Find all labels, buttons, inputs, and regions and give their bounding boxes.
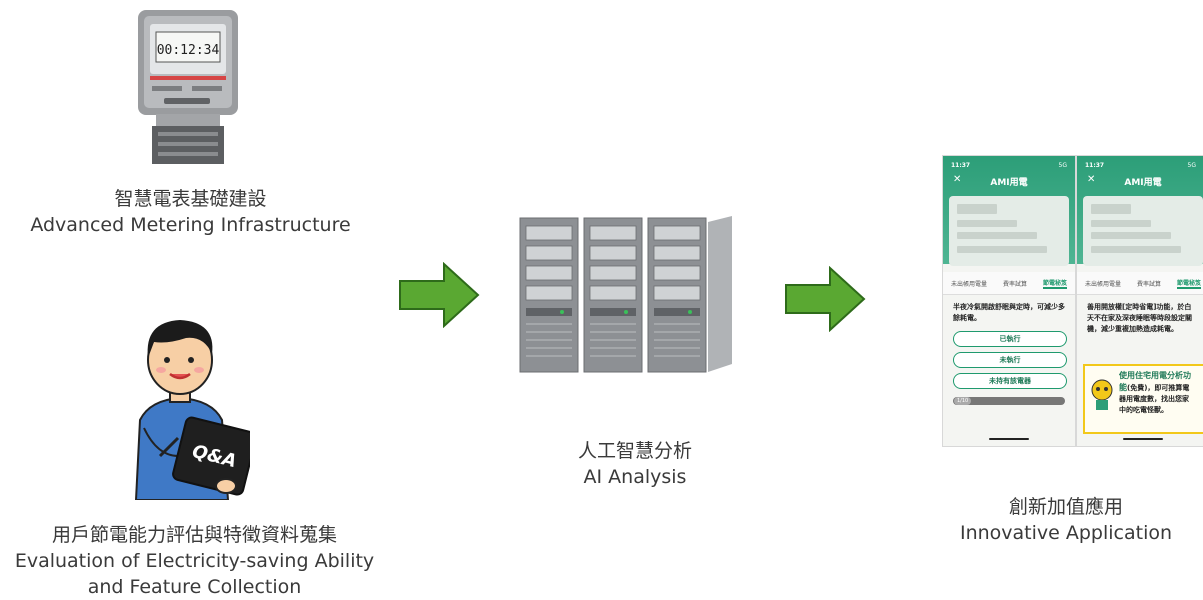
ai-title-zh: 人工智慧分析 xyxy=(577,440,692,462)
survey-person-icon: Q&A xyxy=(134,320,250,500)
app-title-zh: 創新加值應用 xyxy=(1008,496,1123,518)
done-button[interactable]: 已執行 xyxy=(953,331,1067,347)
app-title-en: Innovative Application xyxy=(959,522,1173,544)
no-appliance-button[interactable]: 未持有該電器 xyxy=(953,373,1067,389)
promo-title: 使用住宅用電分析功能 xyxy=(1119,371,1191,392)
tab-bar: 未出帳用電量 費率試算 節電秘笈 xyxy=(1077,272,1203,295)
account-card xyxy=(1083,196,1203,266)
status-time: 11:37 xyxy=(1085,162,1105,169)
close-icon[interactable]: ✕ xyxy=(1087,174,1096,185)
arrow-to-app xyxy=(785,266,866,332)
survey-title-en-1: Evaluation of Electricity-saving Ability xyxy=(14,550,375,572)
meter-display: 00:12:34 xyxy=(157,43,220,58)
tab-unbilled[interactable]: 未出帳用電量 xyxy=(1084,280,1121,288)
tip-message: 善用開放權[定時省電]功能，於白天不在家及深夜睡眠等時段設定關機，減少重複加熱造… xyxy=(1087,303,1192,333)
status-signal: 5G xyxy=(1187,162,1196,169)
ai-caption: 人工智慧分析 AI Analysis xyxy=(530,438,740,490)
survey-title-en-2: and Feature Collection xyxy=(87,576,302,598)
arrow-to-ai xyxy=(399,262,480,328)
tab-rate-calc[interactable]: 費率試算 xyxy=(1136,280,1161,288)
ami-title-en: Advanced Metering Infrastructure xyxy=(30,214,351,236)
app-title: AMI用電 xyxy=(1124,178,1162,188)
promo-body: (免費)，即可推算電器用電度數，找出您家中的吃電怪獸。 xyxy=(1119,384,1190,414)
not-done-button[interactable]: 未執行 xyxy=(953,352,1067,368)
account-card xyxy=(949,196,1069,266)
survey-caption: 用戶節電能力評估與特徵資料蒐集 Evaluation of Electricit… xyxy=(2,522,387,600)
home-indicator xyxy=(989,438,1029,440)
app-screen-2: 11:37 5G ✕ AMI用電 未出帳用電量 費率試算 節電秘笈 善用開放權[… xyxy=(1076,155,1203,447)
tab-unbilled[interactable]: 未出帳用電量 xyxy=(950,280,987,288)
survey-title-zh: 用戶節電能力評估與特徵資料蒐集 xyxy=(51,524,337,546)
close-icon[interactable]: ✕ xyxy=(953,174,962,185)
promo-card[interactable]: 使用住宅用電分析功能(免費)，即可推算電器用電度數，找出您家中的吃電怪獸。 xyxy=(1083,364,1203,434)
progress-label: 1/10 xyxy=(954,397,972,405)
smart-meter-icon: 00:12:34 xyxy=(138,10,238,164)
ami-caption: 智慧電表基礎建設 Advanced Metering Infrastructur… xyxy=(8,186,373,238)
server-rack-icon xyxy=(519,216,732,373)
app-title: AMI用電 xyxy=(990,178,1028,188)
tab-rate-calc[interactable]: 費率試算 xyxy=(1002,280,1027,288)
tab-saving-tips[interactable]: 節電秘笈 xyxy=(1042,279,1067,289)
app-screen-1: 11:37 5G ✕ AMI用電 未出帳用電量 費率試算 節電秘笈 半夜冷氣開啟… xyxy=(942,155,1076,447)
mascot-icon xyxy=(1091,379,1113,410)
status-time: 11:37 xyxy=(951,162,971,169)
tab-saving-tips[interactable]: 節電秘笈 xyxy=(1176,279,1201,289)
progress-bar: 1/10 xyxy=(953,397,1065,405)
ai-title-en: AI Analysis xyxy=(583,466,687,488)
ami-title-zh: 智慧電表基礎建設 xyxy=(114,188,267,210)
tip-message: 半夜冷氣開啟舒眠與定時，可減少多餘耗電。 xyxy=(953,303,1065,322)
home-indicator xyxy=(1123,438,1163,440)
status-signal: 5G xyxy=(1058,162,1067,169)
tab-bar: 未出帳用電量 費率試算 節電秘笈 xyxy=(943,272,1075,295)
app-caption: 創新加值應用 Innovative Application xyxy=(940,494,1192,546)
